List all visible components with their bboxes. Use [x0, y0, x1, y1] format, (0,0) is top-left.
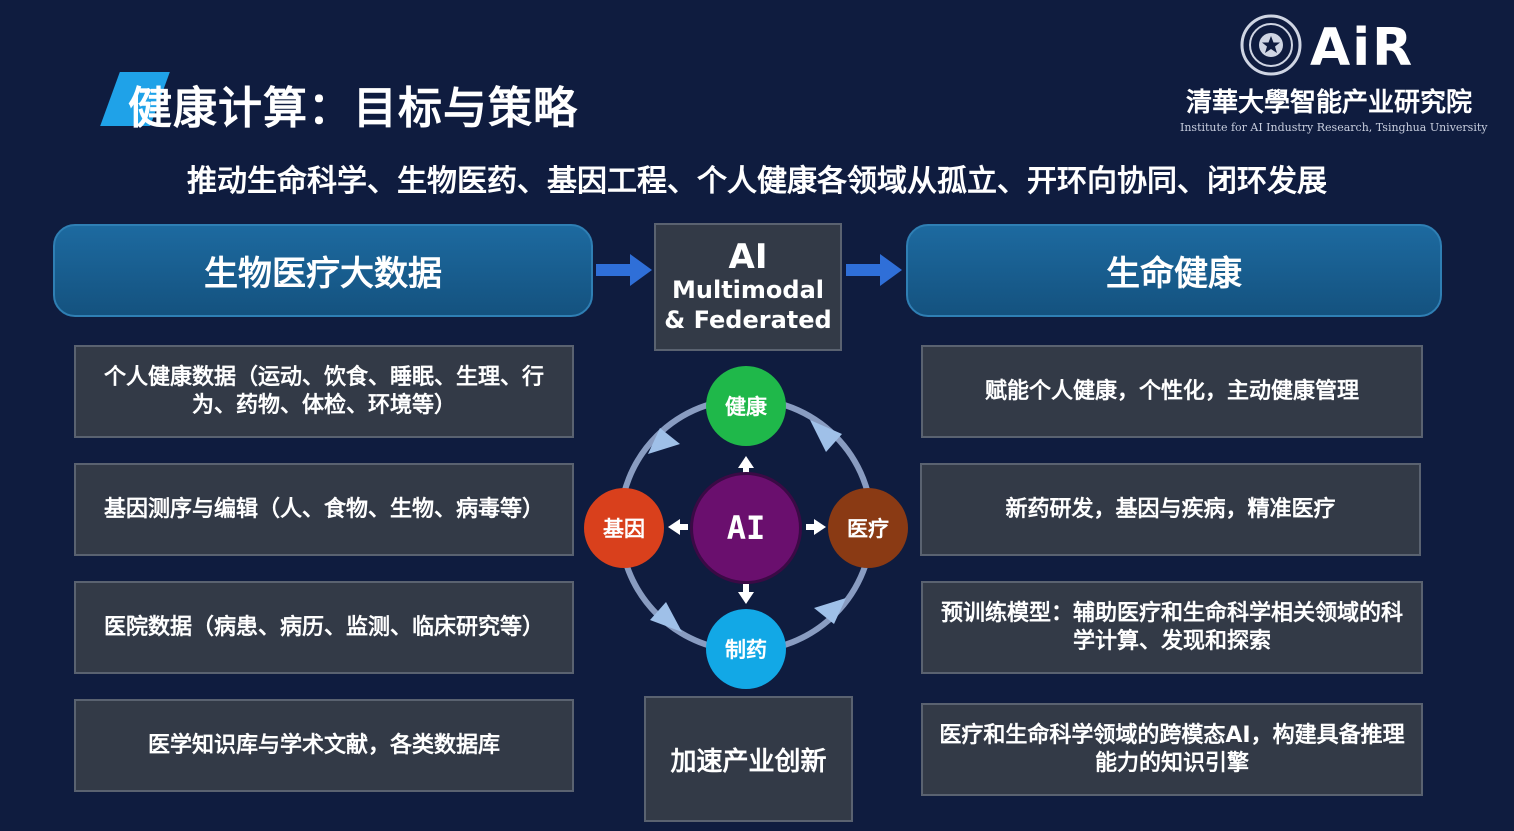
ai-hub-node: AI — [690, 472, 802, 584]
left-item-hospital-data: 医院数据（病患、病历、监测、临床研究等） — [74, 581, 574, 674]
right-item-pretrained-model: 预训练模型：辅助医疗和生命科学相关领域的科学计算、发现和探索 — [921, 581, 1423, 674]
arrow-right-icon — [846, 254, 902, 286]
right-item-drug-development: 新药研发，基因与疾病，精准医疗 — [920, 463, 1421, 556]
node-pharma: 制药 — [706, 609, 786, 689]
ai-subtitle-multimodal: Multimodal — [672, 276, 824, 304]
institute-name-cn: 清華大學智能产业研究院 — [1186, 88, 1473, 118]
left-item-personal-health: 个人健康数据（运动、饮食、睡眠、生理、行为、药物、体检、环境等） — [74, 345, 574, 438]
arrow-left-icon — [668, 519, 688, 535]
ring-arrow-icon — [648, 428, 680, 454]
ai-multimodal-box: AI Multimodal & Federated — [654, 223, 842, 351]
node-medical: 医疗 — [828, 488, 908, 568]
right-item-cross-modal-ai: 医疗和生命科学领域的跨模态AI，构建具备推理能力的知识引擎 — [921, 703, 1423, 796]
institute-name-en: Institute for AI Industry Research, Tsin… — [1180, 121, 1488, 134]
right-header: 生命健康 — [906, 224, 1442, 317]
ring-arrow-icon — [810, 420, 842, 452]
page-title: 健康计算：目标与策略 — [128, 83, 578, 134]
ring-arrow-icon — [814, 598, 846, 624]
arrow-down-icon — [738, 584, 754, 604]
left-header: 生物医疗大数据 — [53, 224, 593, 317]
tsinghua-seal-logo — [1240, 14, 1302, 76]
left-item-gene-sequencing: 基因测序与编辑（人、食物、生物、病毒等） — [74, 463, 574, 556]
left-item-knowledge-base: 医学知识库与学术文献，各类数据库 — [74, 699, 574, 792]
arrow-up-icon — [738, 456, 754, 476]
air-brand-logo: AiR — [1310, 18, 1415, 78]
ai-subtitle-federated: & Federated — [664, 306, 832, 334]
right-item-personal-health: 赋能个人健康，个性化，主动健康管理 — [921, 345, 1423, 438]
page-subtitle: 推动生命科学、生物医药、基因工程、个人健康各领域从孤立、开环向协同、闭环发展 — [187, 164, 1327, 199]
ring-arrow-icon — [650, 602, 682, 632]
node-health: 健康 — [706, 366, 786, 446]
industry-innovation-box: 加速产业创新 — [644, 696, 853, 822]
arrow-right-icon — [806, 519, 826, 535]
ai-title: AI — [728, 237, 768, 277]
node-gene: 基因 — [584, 488, 664, 568]
arrow-right-icon — [596, 254, 652, 286]
